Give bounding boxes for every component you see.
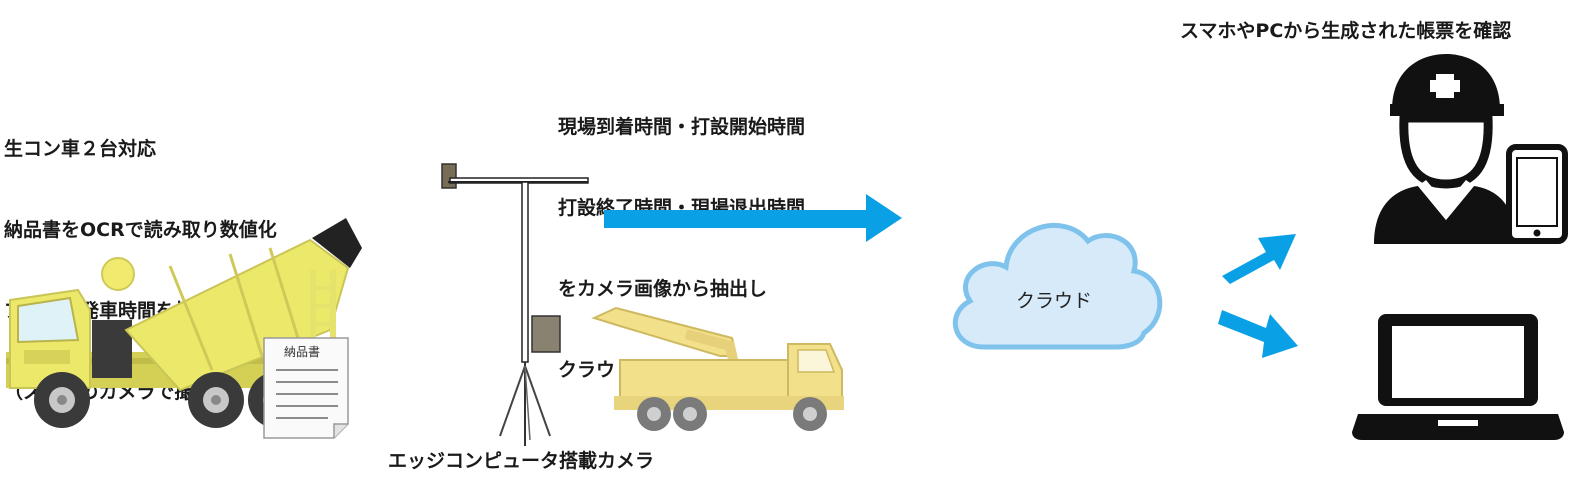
cloud-icon <box>952 223 1163 350</box>
camera-caption: エッジコンピュータ搭載カメラ <box>388 450 655 472</box>
arrow-to-smartphone <box>1222 234 1296 284</box>
arrow-to-laptop <box>1218 310 1298 358</box>
smartphone-icon <box>1506 144 1568 244</box>
mixer-truck-icon <box>6 218 362 428</box>
pump-truck-icon <box>591 306 844 431</box>
worker-icon <box>1374 54 1516 244</box>
mixer-text-line: 納品書をOCRで読み取り数値化 <box>4 219 277 241</box>
camera-text-line: をカメラ画像から抽出し <box>558 278 768 300</box>
arrow-to-cloud <box>604 194 902 242</box>
laptop-icon <box>1352 314 1564 440</box>
camera-text-line: 現場到着時間・打設開始時間 <box>558 116 806 138</box>
delivery-slip-icon <box>263 337 349 439</box>
devices-text: スマホやPCから生成された帳票を確認 <box>1180 20 1512 42</box>
edge-camera-tower-icon <box>441 163 589 446</box>
cloud-label: クラウド <box>1016 290 1093 312</box>
mixer-text-line: 生コン車２台対応 <box>4 138 157 160</box>
delivery-slip-label: 納品書 <box>284 345 321 359</box>
